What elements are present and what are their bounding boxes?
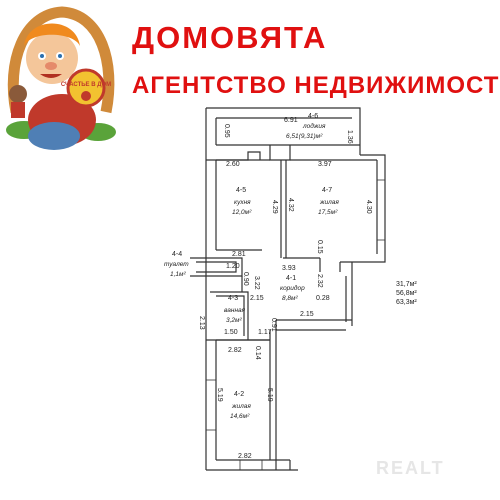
dim-corridor-right: 2.32 (316, 274, 323, 288)
dim-loggia-width: 6.91 (284, 117, 298, 124)
total-area-with-loggia: 63,3м² (396, 299, 417, 306)
dim-corridor-bottom: 2.15 (300, 311, 314, 318)
room-name-toilet: туалет (164, 261, 189, 268)
dim-bath-width: 1.50 (224, 329, 238, 336)
room-name-bedroom: жилая (231, 403, 251, 410)
total-living-area: 31,7м² (396, 281, 417, 288)
room-name-kitchen: кухня (234, 199, 251, 206)
room-area-toilet: 1,1м² (170, 271, 186, 278)
room-id-kitchen: 4-5 (236, 187, 246, 194)
room-id-bedroom: 4-2 (234, 391, 244, 398)
room-area-loggia: 6,51(9,31)м² (286, 133, 323, 140)
dim-corridor-niche: 0.28 (316, 295, 330, 302)
dim-bath-side: 1.17 (258, 329, 272, 336)
room-name-corridor: коридор (280, 284, 305, 292)
agency-logo: СЧАСТЬЕ В ДОМ (6, 6, 116, 150)
room-area-kitchen: 12,0м² (232, 209, 252, 216)
dim-bath-door: 2.15 (250, 295, 264, 302)
dim-living-depth-right: 4.30 (365, 200, 372, 214)
dim-bath-depth: 2.13 (198, 316, 205, 330)
area-totals: 31,7м² 56,8м² 63,3м² (396, 280, 417, 307)
dim-kitchen-top: 2.60 (226, 161, 240, 168)
dim-toilet-width: 1.20 (226, 263, 240, 270)
dim-bedroom-depth-right: 5.19 (266, 388, 273, 402)
room-name-bath: ванная (224, 307, 246, 314)
room-id-living: 4-7 (322, 187, 332, 194)
dim-corridor-jog: 0.91 (270, 318, 277, 332)
room-area-bedroom: 14,6м² (230, 413, 250, 420)
dim-corridor-top: 3.93 (282, 265, 296, 272)
dim-wall-015: 0.15 (316, 240, 323, 254)
watermark: REALT (376, 458, 445, 478)
dim-toilet-depth: 0.90 (242, 272, 249, 286)
room-id-bath: 4-3 (228, 295, 238, 302)
dim-wall-014: 0.14 (254, 346, 261, 360)
room-area-corridor: 8,8м² (282, 295, 298, 302)
logo-badge-text: СЧАСТЬЕ В ДОМ (61, 82, 111, 88)
total-area: 56,8м² (396, 290, 417, 297)
room-id-loggia: 4-6 (308, 113, 318, 120)
dim-kitchen-bottom: 2.81 (232, 251, 246, 258)
dim-bedroom-bottom: 2.82 (238, 453, 252, 460)
dim-corridor-left: 3.22 (253, 276, 260, 290)
dim-living-depth-left: 4.32 (287, 198, 294, 212)
dim-loggia-side: 0.95 (223, 124, 230, 138)
room-id-toilet: 4-4 (172, 251, 182, 258)
dim-living-top: 3.97 (318, 161, 332, 168)
agency-name: ДОМОВЯТА (132, 20, 328, 55)
dim-loggia-depth: 1.36 (346, 130, 353, 144)
room-area-bath: 3,2м² (226, 317, 242, 324)
agency-subtitle: АГЕНТСТВО НЕДВИЖИМОСТИ (132, 72, 500, 99)
room-name-living: жилая (319, 199, 339, 206)
dim-bedroom-top: 2.82 (228, 347, 242, 354)
dim-bedroom-depth-left: 5.19 (216, 388, 223, 402)
room-name-loggia: лоджия (302, 122, 326, 130)
room-area-living: 17,5м² (318, 209, 338, 216)
dim-kitchen-depth: 4.29 (271, 200, 278, 214)
room-id-corridor: 4-1 (286, 275, 296, 282)
